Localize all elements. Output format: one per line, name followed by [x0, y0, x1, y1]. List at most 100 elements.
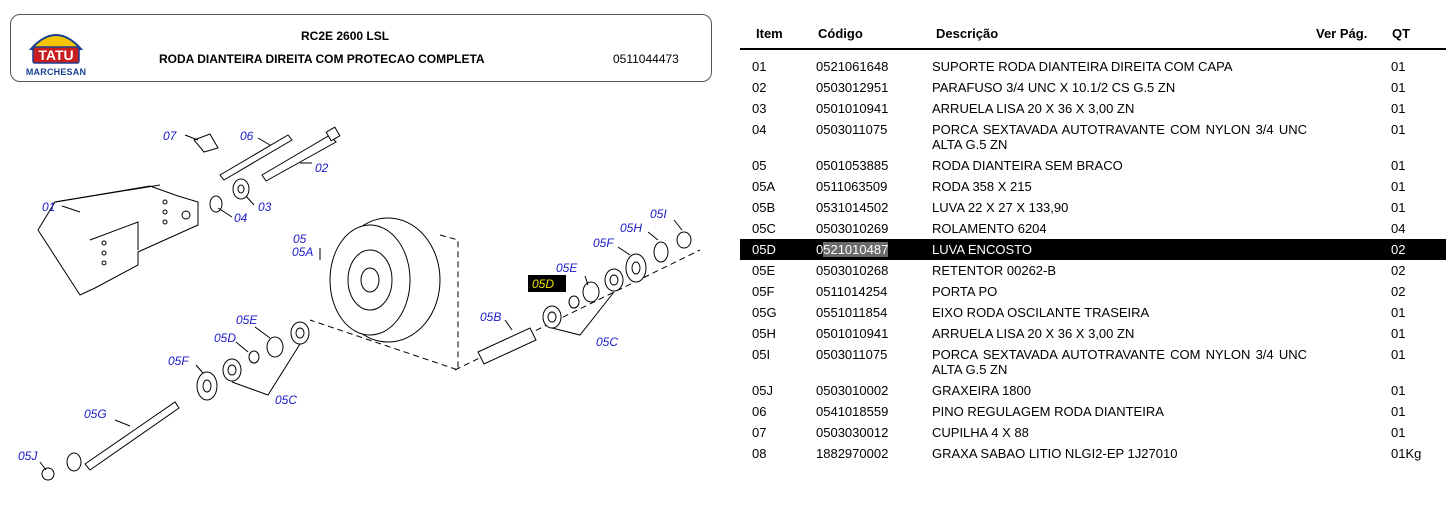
row-qt: 02 [1391, 242, 1406, 257]
row-item: 05 [752, 158, 767, 173]
row-code: 0501053885 [816, 158, 889, 173]
label-05c-left: 05C [275, 393, 297, 407]
label-05e-right: 05E [556, 261, 578, 275]
row-item: 05F [752, 284, 775, 299]
row-code: 0511063509 [816, 179, 888, 194]
row-qt: 01 [1391, 101, 1406, 116]
row-code: 1882970002 [816, 446, 889, 461]
row-description: ARRUELA LISA 20 X 36 X 3,00 ZN [932, 326, 1135, 341]
label-05e-left: 05E [236, 313, 258, 327]
col-code: Código [818, 26, 863, 41]
table-row[interactable]: 06 0541018559 PINO REGULAGEM RODA DIANTEIR… [740, 401, 1446, 422]
label-05h: 05H [620, 221, 642, 235]
row-qt: 02 [1391, 284, 1406, 299]
row-item: 08 [752, 446, 767, 461]
label-03: 03 [258, 200, 272, 214]
row-description: RETENTOR 00262-B [932, 263, 1057, 278]
row-item: 07 [752, 425, 767, 440]
label-04: 04 [234, 211, 248, 225]
row-code: 0541018559 [816, 404, 889, 419]
row-item: 05B [752, 200, 776, 215]
row-description: RODA DIANTEIRA SEM BRACO [932, 158, 1123, 173]
label-05g: 05G [84, 407, 107, 421]
row-item: 06 [752, 404, 767, 419]
part-05i-nut [676, 231, 692, 249]
label-05c-right: 05C [596, 335, 618, 349]
row-description: GRAXEIRA 1800 [932, 383, 1031, 398]
row-description: ARRUELA LISA 20 X 36 X 3,00 ZN [932, 101, 1135, 116]
row-qt: 01 [1391, 179, 1406, 194]
table-row[interactable]: 05 0501053885 RODA DIANTEIRA SEM BRACO 01 [740, 155, 1446, 176]
col-ver-pag: Ver Pág. [1316, 26, 1368, 41]
label-05d-right-highlight [528, 275, 566, 292]
part-04-nut [209, 195, 223, 213]
row-code: 0531014502 [816, 200, 889, 215]
row-qt: 01 [1391, 59, 1406, 74]
row-qt: 01Kg [1391, 446, 1422, 461]
row-description: EIXO RODA OSCILANTE TRASEIRA [932, 305, 1150, 320]
label-05i: 05I [650, 207, 667, 221]
label-05d-right: 05D [532, 277, 554, 291]
row-description: LUVA ENCOSTO [932, 242, 1032, 257]
part-05b-sleeve [477, 327, 537, 365]
row-code: 0503012951 [816, 80, 889, 95]
row-description: SUPORTE RODA DIANTEIRA DIREITA COM CAPA [932, 59, 1233, 74]
part-05d-spacer-r [568, 295, 580, 309]
part-05h-washer [653, 241, 669, 263]
tatu-logo-icon: TATU [28, 34, 84, 64]
row-qt: 01 [1391, 404, 1406, 419]
row-item: 05J [752, 383, 773, 398]
table-row[interactable]: 02 0503012951 PARAFUSO 3/4 UNC X 10.1/2 CS… [740, 77, 1446, 98]
row-item: 03 [752, 101, 767, 116]
parts-table-header: Item Código Descrição Ver Pág. QT [740, 22, 1446, 50]
row-code: 0503011075 [816, 122, 888, 137]
row-item: 05C [752, 221, 776, 236]
header-box: TATU MARCHESAN RC2E 2600 LSL RODA DIANTE… [10, 14, 712, 82]
row-code: 0503010002 [816, 383, 889, 398]
logo-brand-top: TATU [38, 47, 73, 63]
label-01: 01 [42, 200, 55, 214]
col-item: Item [756, 26, 783, 41]
row-item: 05H [752, 326, 776, 341]
model-name: RC2E 2600 LSL [301, 29, 390, 43]
row-description: PINO REGULAGEM RODA DIANTEIRA [932, 404, 1164, 419]
row-qt: 01 [1391, 305, 1406, 320]
row-code: 0521010487 [816, 242, 889, 257]
part-01-bracket [37, 185, 199, 296]
part-02-bolt [261, 134, 337, 182]
label-05j: 05J [18, 449, 38, 463]
row-description: ROLAMENTO 6204 [932, 221, 1047, 236]
part-05e-seal-l [266, 336, 284, 358]
label-08: 02 [315, 161, 329, 175]
label-05b: 05B [480, 310, 501, 324]
part-05g-axle [84, 401, 180, 471]
assembly-code: 0511044473 [613, 52, 679, 66]
row-description: PARAFUSO 3/4 UNC X 10.1/2 CS G.5 ZN [932, 80, 1176, 95]
row-item: 02 [752, 80, 767, 95]
row-description: LUVA 22 X 27 X 133,90 [932, 200, 1069, 215]
logo-brand-bottom: MARCHESAN [25, 67, 87, 77]
part-05d-spacer-l [248, 350, 260, 364]
row-qt: 01 [1391, 158, 1406, 173]
part-05j-grease-fitting [41, 467, 55, 481]
row-code: 0503030012 [816, 425, 889, 440]
row-qt: 01 [1391, 80, 1406, 95]
row-qt: 01 [1391, 326, 1406, 341]
label-05d-left: 05D [214, 331, 236, 345]
